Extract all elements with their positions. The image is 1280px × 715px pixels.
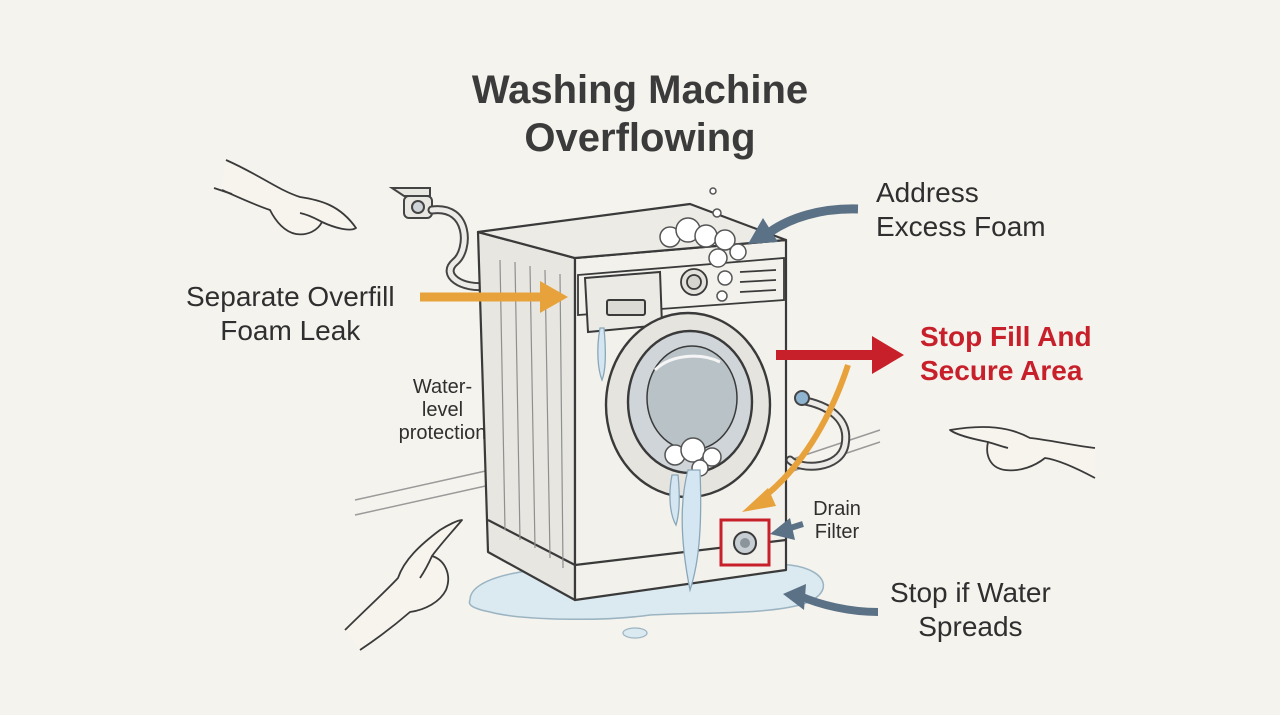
title-line-2: Overflowing bbox=[524, 116, 756, 160]
arrow-stop-spread bbox=[783, 584, 879, 616]
label-stop-spread: Stop if Water Spreads bbox=[890, 577, 1051, 642]
label-drain-filter: Drain Filter bbox=[813, 498, 861, 543]
water-drop bbox=[622, 627, 648, 639]
drain-filter-cover bbox=[719, 518, 771, 567]
label-address-foam: Address Excess Foam bbox=[876, 177, 1046, 242]
arrow-to-drain-filter bbox=[742, 364, 851, 512]
arrow-separate-leak bbox=[420, 281, 568, 313]
title-line-1: Washing Machine bbox=[471, 68, 809, 112]
pointing-hand-icon bbox=[344, 519, 463, 651]
label-water-level: Water- level protection bbox=[398, 376, 487, 444]
label-separate-leak: Separate Overfill Foam Leak bbox=[186, 281, 395, 346]
dripping-water bbox=[597, 327, 702, 593]
hose-connector bbox=[794, 390, 810, 406]
detergent-drawer bbox=[583, 270, 664, 334]
pointing-hand-icon bbox=[213, 159, 357, 236]
label-stop-fill: Stop Fill And Secure Area bbox=[920, 321, 1092, 386]
machine-door bbox=[604, 311, 772, 499]
page-title: Washing Machine Overflowing bbox=[340, 66, 940, 162]
arrow-address-foam bbox=[748, 204, 859, 244]
arrow-stop-fill bbox=[776, 336, 904, 374]
pointing-hand-icon bbox=[949, 426, 1096, 479]
arrow-drain-filter bbox=[770, 518, 804, 540]
water-tap-icon bbox=[388, 187, 433, 219]
foam-bubbles-icon bbox=[659, 187, 747, 477]
